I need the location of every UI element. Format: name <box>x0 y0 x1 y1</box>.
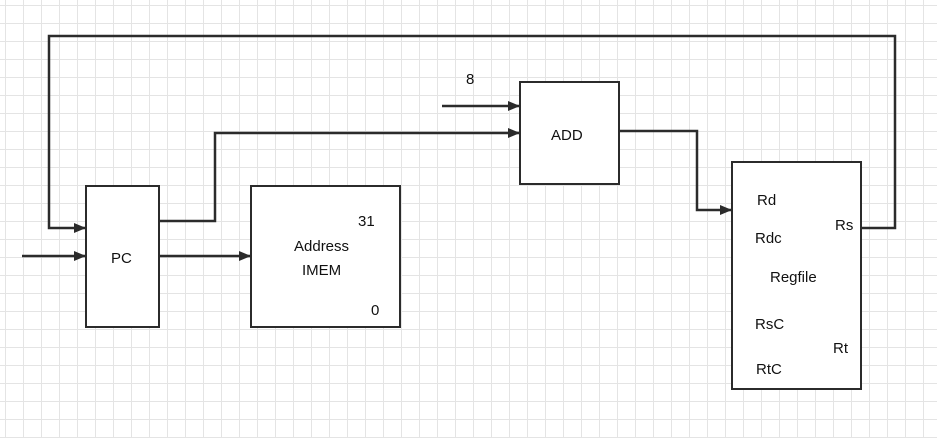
adder-to-regfile-wire <box>619 129 732 215</box>
pc-label: PC <box>111 250 132 267</box>
imem-bit-low-label: 0 <box>371 302 380 319</box>
pc-to-adder-wire <box>159 128 520 223</box>
regfile-name-label: Regfile <box>770 269 817 286</box>
regfile-port-rd-label: Rd <box>757 192 777 209</box>
adder-constant-label: 8 <box>466 71 475 88</box>
imem-block[interactable] <box>250 185 401 328</box>
adder-label: ADD <box>551 127 583 144</box>
imem-bit-high-label: 31 <box>358 213 375 230</box>
imem-address-label: Address <box>294 238 350 255</box>
regfile-port-rtc-label: RtC <box>756 361 782 378</box>
pc-block[interactable] <box>85 185 160 328</box>
adder-block[interactable] <box>519 81 620 185</box>
regfile-port-rdc-label: Rdc <box>755 230 782 247</box>
regfile-port-rt-label: Rt <box>833 340 848 357</box>
regfile-block[interactable] <box>731 161 862 390</box>
imem-name-label: IMEM <box>302 262 342 279</box>
regfile-port-rs-label: Rs <box>835 217 854 234</box>
feedback-wire-rs-to-pc <box>47 34 897 233</box>
regfile-port-rsc-label: RsC <box>755 316 785 333</box>
